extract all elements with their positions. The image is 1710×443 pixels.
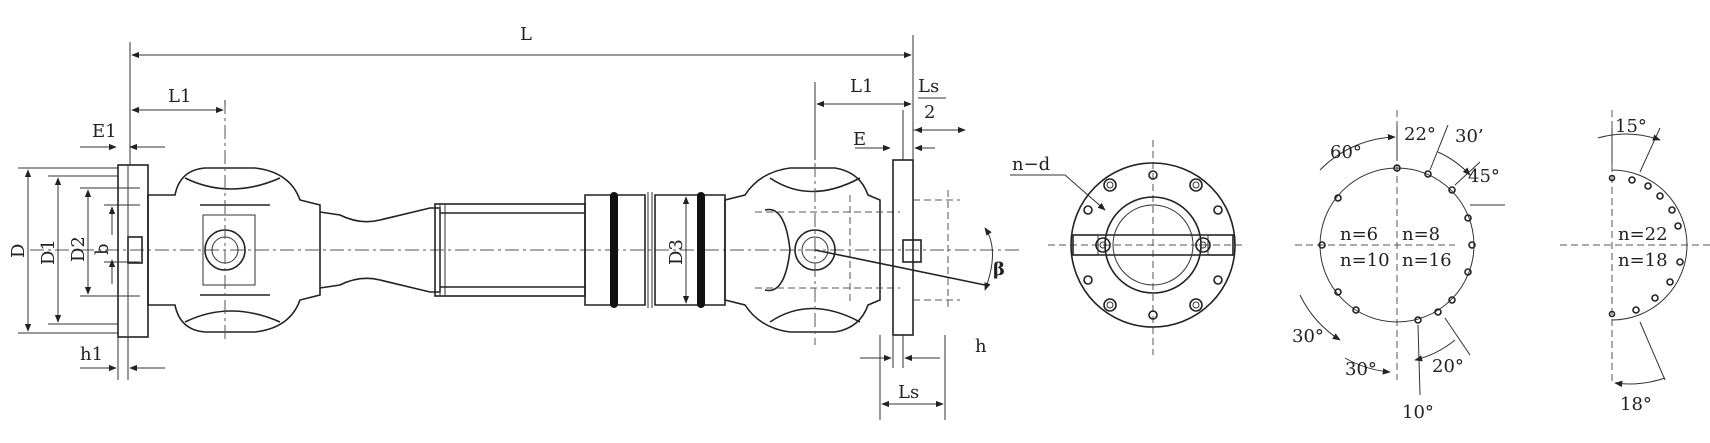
label-D2: D2 xyxy=(68,236,89,262)
angle-60: 60° xyxy=(1330,142,1362,163)
left-flange-plate xyxy=(117,164,149,338)
angle-45: 45° xyxy=(1468,166,1500,187)
count-n10: n=10 xyxy=(1340,250,1390,271)
bolt-pattern-center xyxy=(1295,110,1505,396)
label-Ls-half-num: Ls xyxy=(918,76,939,97)
label-L1-left: L1 xyxy=(168,86,191,107)
label-n-d: n−d xyxy=(1012,154,1050,175)
flange-front-view xyxy=(1010,140,1245,355)
label-h1: h1 xyxy=(80,344,103,365)
count-n22: n=22 xyxy=(1618,224,1668,245)
label-L: L xyxy=(520,24,532,45)
angle-20: 20° xyxy=(1432,356,1464,377)
angle-30-b: 30° xyxy=(1345,359,1377,380)
balance-ring-2 xyxy=(697,192,705,308)
balance-ring-1 xyxy=(610,192,618,308)
label-L1-right: L1 xyxy=(850,76,873,97)
label-D1: D1 xyxy=(38,239,59,265)
angle-15: 15° xyxy=(1615,116,1647,137)
label-h: h xyxy=(975,336,987,357)
angle-18: 18° xyxy=(1620,394,1652,415)
label-E: E xyxy=(853,129,866,150)
label-E1: E1 xyxy=(92,121,117,142)
bolt-pattern-right xyxy=(1560,110,1710,388)
count-n18: n=18 xyxy=(1618,250,1668,271)
count-n6: n=6 xyxy=(1340,224,1378,245)
articulation-line xyxy=(814,249,986,286)
count-n8: n=8 xyxy=(1402,224,1440,245)
label-group: L L1 L1 Ls 2 E1 E D D1 D2 b D3 β h1 h Ls… xyxy=(8,24,1668,423)
label-D3: D3 xyxy=(666,239,687,265)
left-flange-key xyxy=(127,236,143,264)
angle-30-min: 30’ xyxy=(1455,126,1484,147)
angle-30-a: 30° xyxy=(1292,326,1324,347)
flange-bolt-holes xyxy=(1083,170,1223,320)
label-Ls: Ls xyxy=(898,382,919,403)
angle-10: 10° xyxy=(1402,402,1434,423)
right-yoke xyxy=(724,167,881,333)
count-n16: n=16 xyxy=(1402,250,1452,271)
tube-left-section xyxy=(584,194,646,306)
dimension-lines xyxy=(18,35,966,420)
label-beta: β xyxy=(993,259,1005,280)
label-b: b xyxy=(92,243,113,255)
shaft-side-view xyxy=(30,88,1020,345)
label-Ls-half-den: 2 xyxy=(924,102,935,123)
angle-22: 22° xyxy=(1404,124,1436,145)
left-yoke xyxy=(147,167,321,333)
label-D: D xyxy=(8,244,29,258)
